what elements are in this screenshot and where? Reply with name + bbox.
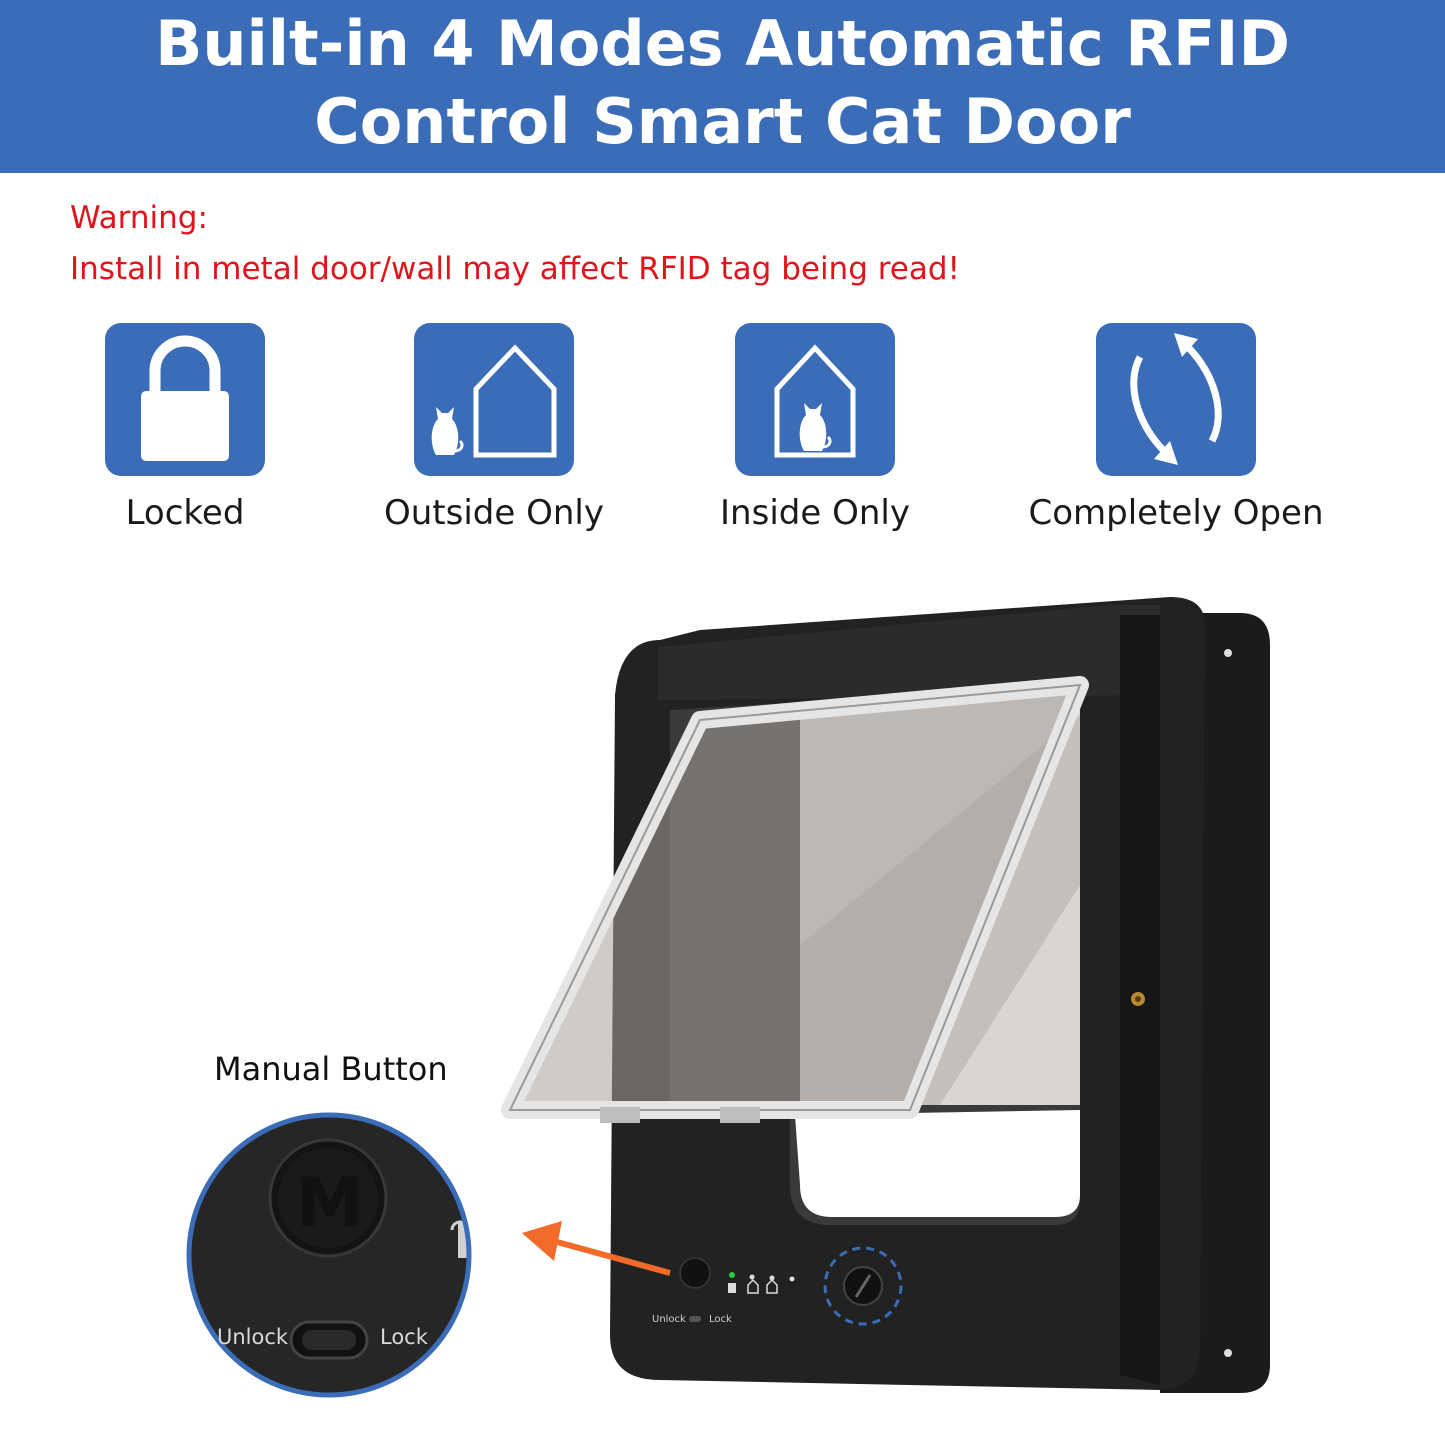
small-m-letter: M (688, 1264, 702, 1280)
small-unlock-label: Unlock (652, 1314, 686, 1325)
mode-label-outside-only: Outside Only (384, 493, 604, 533)
mode-outside-only: Outside Only (329, 323, 659, 533)
warning-text: Install in metal door/wall may affect RF… (70, 251, 960, 287)
title-banner: Built-in 4 Modes Automatic RFID Control … (0, 0, 1445, 173)
two-way-arrows-icon (1096, 323, 1256, 476)
title-line-2: Control Smart Cat Door (314, 85, 1131, 158)
mode-label-completely-open: Completely Open (1028, 493, 1324, 533)
zoom-m-letter: M (296, 1164, 364, 1243)
warning-heading: Warning: (70, 200, 208, 236)
warning-block: Warning: Install in metal door/wall may … (70, 193, 960, 295)
mode-inside-only: Inside Only (650, 323, 980, 533)
mode-label-inside-only: Inside Only (720, 493, 910, 533)
rotary-dial (823, 1246, 903, 1326)
padlock-icon (105, 323, 265, 476)
mode-locked: Locked (20, 323, 350, 533)
small-lock-label: Lock (709, 1314, 732, 1325)
cat-inside-house-icon (735, 323, 895, 476)
mode-completely-open: Completely Open (1011, 323, 1341, 533)
small-m-button (679, 1257, 711, 1289)
cat-door-illustration (501, 597, 1270, 1393)
pointer-arrow (549, 1237, 671, 1276)
screw-top (1224, 649, 1232, 657)
manual-button-zoom (186, 1112, 472, 1398)
screw-bottom (1224, 1349, 1232, 1357)
zoom-unlock-label: Unlock (217, 1325, 289, 1349)
zoom-lock-label: Lock (380, 1325, 428, 1349)
title-line-1: Built-in 4 Modes Automatic RFID (155, 7, 1290, 80)
mode-label-locked: Locked (125, 493, 245, 533)
manual-button-label: Manual Button (214, 1050, 448, 1088)
door-flap (510, 685, 1080, 1110)
cat-outside-house-icon (414, 323, 574, 476)
